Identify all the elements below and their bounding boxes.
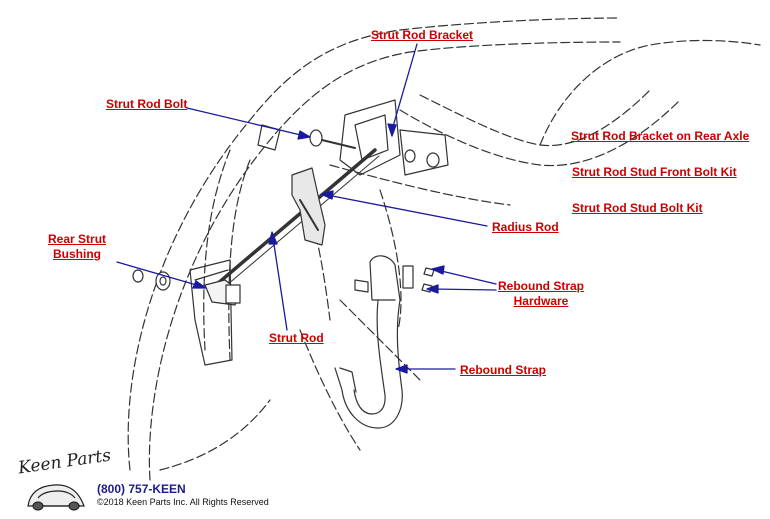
callout-rebound-hardware-line-2: Hardware	[513, 294, 569, 308]
copyright-notice: ©2018 Keen Parts Inc. All Rights Reserve…	[97, 497, 269, 507]
callout-stud-bolt-kit[interactable]: Strut Rod Stud Bolt Kit	[572, 201, 703, 215]
rebound-hardware-shape	[354, 265, 435, 293]
strut-rod-bolt-shape	[309, 129, 440, 168]
callout-rebound-strap-hardware[interactable]: Rebound Strap Hardware	[498, 279, 584, 309]
callout-radius-rod[interactable]: Radius Rod	[492, 220, 559, 234]
callout-arrows	[116, 43, 497, 374]
rear-bushing-hardware-shape	[132, 269, 171, 291]
frame-structure	[189, 99, 449, 366]
callout-stud-front-bolt-kit[interactable]: Strut Rod Stud Front Bolt Kit	[572, 165, 737, 179]
callout-rear-strut-line-2: Bushing	[53, 247, 101, 261]
callout-rebound-strap[interactable]: Rebound Strap	[460, 363, 546, 377]
callout-rebound-hardware-line-1: Rebound Strap	[498, 279, 584, 293]
radius-rod-shape	[291, 167, 326, 246]
car-logo-icon	[27, 484, 85, 511]
frame-outline	[127, 17, 761, 481]
phone-number[interactable]: (800) 757-KEEN	[97, 482, 186, 496]
callout-rear-strut-bushing[interactable]: Rear Strut Bushing	[48, 232, 106, 262]
rebound-strap-shape	[334, 255, 403, 429]
callout-strut-rod[interactable]: Strut Rod	[269, 331, 324, 345]
callout-strut-rod-bracket[interactable]: Strut Rod Bracket	[371, 28, 474, 42]
strut-rod-shape	[204, 148, 380, 306]
callout-rear-strut-line-1: Rear Strut	[48, 232, 107, 246]
keen-parts-logo	[8, 450, 108, 514]
callout-bracket-on-rear-axle[interactable]: Strut Rod Bracket on Rear Axle	[571, 129, 750, 143]
callout-strut-rod-bolt[interactable]: Strut Rod Bolt	[106, 97, 188, 111]
